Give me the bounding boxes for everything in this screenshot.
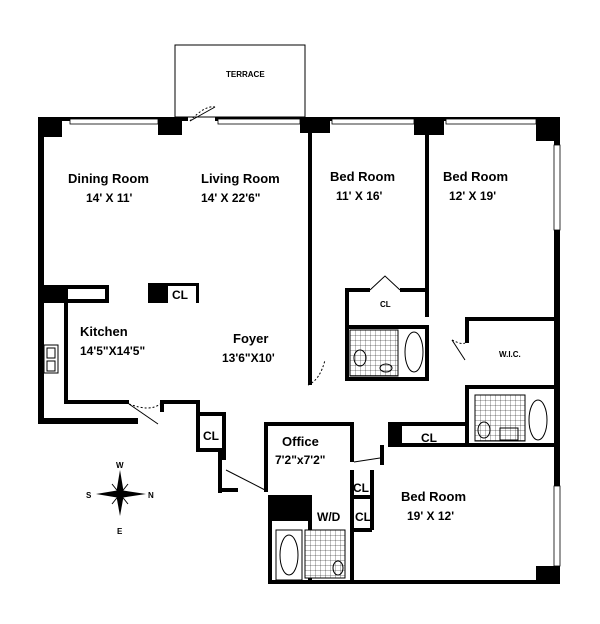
office-closet-1-label: CL	[353, 481, 369, 495]
interior-walls	[38, 117, 560, 584]
bath-1	[349, 329, 424, 377]
compass-north: N	[148, 491, 154, 500]
bed1-closet	[369, 275, 401, 291]
wd-label: W/D	[317, 510, 341, 524]
closet-labels: CL CL CL CL CL CL	[172, 288, 437, 524]
living-room-dims: 14' X 22'6"	[201, 191, 260, 205]
office-name: Office	[282, 434, 319, 449]
bed-room-2-name: Bed Room	[443, 169, 508, 184]
bed-room-2-dims: 12' X 19'	[449, 189, 496, 203]
terrace-label: TERRACE	[226, 70, 265, 79]
kitchen-dims: 14'5"X14'5"	[80, 344, 145, 358]
dining-room-name: Dining Room	[68, 171, 149, 186]
bed1-closet-label: CL	[380, 300, 391, 309]
bed-room-3-name: Bed Room	[401, 489, 466, 504]
room-labels: Dining Room 14' X 11' Living Room 14' X …	[68, 169, 521, 524]
wic-label: W.I.C.	[499, 350, 521, 359]
outer-walls	[38, 117, 560, 584]
windows	[69, 118, 561, 567]
compass-east: E	[117, 527, 123, 536]
bed-room-1-dims: 11' X 16'	[336, 189, 383, 203]
foyer-closet-label: CL	[203, 429, 219, 443]
compass-south: S	[86, 491, 92, 500]
bed-room-3-dims: 19' X 12'	[407, 509, 454, 523]
compass-west: W	[116, 461, 124, 470]
office-closet-2-label: CL	[355, 510, 371, 524]
kitchen-closet-label: CL	[172, 288, 188, 302]
terrace: TERRACE	[174, 44, 306, 118]
bath-2	[474, 394, 548, 442]
bath-3	[275, 529, 346, 581]
dining-room-dims: 14' X 11'	[86, 191, 133, 205]
office-dims: 7'2"x7'2"	[275, 453, 325, 467]
foyer-name: Foyer	[233, 331, 268, 346]
kitchen-name: Kitchen	[80, 324, 128, 339]
living-room-name: Living Room	[201, 171, 280, 186]
kitchen-fixtures	[43, 344, 59, 374]
foyer-dims: 13'6"X10'	[222, 351, 275, 365]
doors	[128, 106, 466, 491]
bed3-closet-label: CL	[421, 431, 437, 445]
compass: W N S E	[86, 461, 154, 536]
bed-room-1-name: Bed Room	[330, 169, 395, 184]
